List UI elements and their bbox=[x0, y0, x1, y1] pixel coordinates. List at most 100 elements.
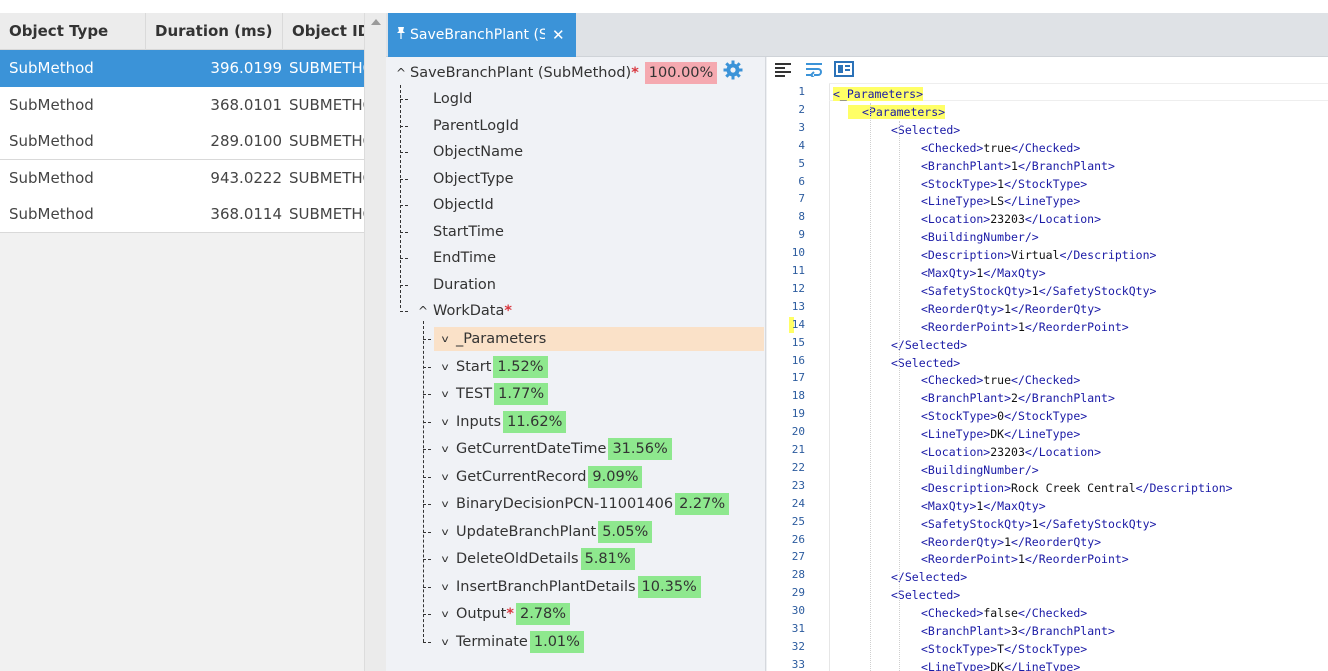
tree-node-label: TEST bbox=[456, 386, 493, 402]
tree-connector bbox=[400, 125, 408, 127]
chevron-down-icon[interactable]: v bbox=[441, 333, 449, 345]
line-number: 8 bbox=[798, 210, 805, 224]
tree-node-field[interactable]: StartTime bbox=[433, 223, 504, 240]
xml-open-tag: <StockType> bbox=[921, 641, 998, 656]
chevron-down-icon[interactable]: v bbox=[441, 415, 449, 428]
xml-close-tag: </Description> bbox=[1135, 480, 1233, 495]
tree-node-label: InsertBranchPlantDetails bbox=[456, 578, 636, 595]
tree-node-field[interactable]: EndTime bbox=[433, 250, 497, 266]
chevron-down-icon[interactable]: v bbox=[441, 635, 449, 648]
tree-connector bbox=[400, 311, 408, 312]
collapse-up-icon[interactable] bbox=[371, 19, 381, 25]
xml-value: 1 bbox=[1017, 319, 1025, 334]
xml-tag: <BuildingNumber/> bbox=[921, 462, 1039, 477]
percent-badge: 2.27% bbox=[675, 493, 730, 515]
chevron-down-icon[interactable]: v bbox=[441, 470, 449, 483]
code-line: <ReorderQty>1</ReorderQty> bbox=[921, 533, 1101, 551]
code-line: <MaxQty>1</MaxQty> bbox=[921, 264, 1046, 282]
code-line: <StockType>1</StockType> bbox=[921, 175, 1087, 193]
word-wrap-icon[interactable] bbox=[805, 61, 825, 79]
chevron-down-icon[interactable]: v bbox=[441, 443, 449, 455]
tab-savebranchplant[interactable]: SaveBranchPlant (SubMethod) ✕ bbox=[388, 13, 576, 57]
xml-open-tag: <Location> bbox=[921, 445, 991, 459]
xml-open-tag: <LineType> bbox=[921, 194, 991, 209]
code-line: <SafetyStockQty>1</SafetyStockQty> bbox=[921, 282, 1156, 300]
chevron-down-icon[interactable]: v bbox=[441, 525, 449, 538]
column-header-object-type[interactable]: Object Type bbox=[0, 13, 146, 50]
tree-node-label: Terminate bbox=[456, 633, 528, 650]
xml-value: 1 bbox=[1004, 534, 1012, 549]
code-line: <ReorderPoint>1</ReorderPoint> bbox=[921, 550, 1129, 568]
format-icon[interactable] bbox=[774, 61, 794, 79]
chevron-down-icon[interactable]: v bbox=[441, 360, 449, 373]
xml-open-tag: <MaxQty> bbox=[921, 266, 977, 280]
chevron-down-icon[interactable]: v bbox=[441, 553, 449, 565]
chevron-down-icon[interactable]: v bbox=[441, 608, 449, 620]
chevron-down-icon[interactable]: v bbox=[441, 388, 449, 400]
line-number: 9 bbox=[798, 228, 805, 242]
chevron-down-icon[interactable]: v bbox=[441, 580, 449, 593]
tree-node-field[interactable]: ObjectId bbox=[433, 197, 494, 213]
xml-close-tag: </LineType> bbox=[1004, 194, 1081, 209]
pin-icon[interactable] bbox=[395, 13, 407, 57]
chevron-down-icon[interactable]: v bbox=[441, 498, 449, 510]
xml-open-tag: <Description> bbox=[921, 248, 1012, 263]
percent-badge: 100.00% bbox=[644, 62, 718, 84]
code-line: <BuildingNumber/> bbox=[921, 461, 1039, 479]
column-header-duration[interactable]: Duration (ms) bbox=[146, 13, 283, 50]
xml-close-tag: </StockType> bbox=[1004, 641, 1088, 656]
tree-connector bbox=[400, 231, 408, 233]
line-number: 14 bbox=[791, 317, 805, 331]
panel-splitter[interactable] bbox=[364, 13, 386, 671]
tree-node-field[interactable]: ParentLogId bbox=[433, 117, 519, 134]
code-line: <LineType>DK</LineType> bbox=[921, 425, 1080, 443]
tree-node-label: GetCurrentDateTime bbox=[456, 441, 607, 457]
tree-node-field[interactable]: LogId bbox=[433, 91, 473, 107]
chevron-up-icon[interactable]: ^ bbox=[417, 304, 429, 318]
line-number: 13 bbox=[791, 299, 805, 313]
close-icon[interactable]: ✕ bbox=[552, 26, 565, 44]
tree-node-workdata[interactable]: ^WorkData* bbox=[416, 299, 512, 323]
chevron-up-icon[interactable]: ^ bbox=[395, 66, 407, 80]
percent-badge: 1.52% bbox=[493, 355, 548, 378]
tree-node-field[interactable]: ObjectName bbox=[433, 144, 524, 160]
tree-node-label: _Parameters bbox=[456, 331, 547, 347]
cell-duration: 368.0101 bbox=[210, 95, 282, 114]
view-icon[interactable] bbox=[834, 61, 854, 79]
code-area[interactable]: <_Parameters><Parameters><Selected><Chec… bbox=[829, 83, 1328, 671]
code-line: <_Parameters> bbox=[833, 85, 924, 103]
xml-close-tag: </MaxQty> bbox=[983, 266, 1046, 280]
code-line: <Selected> bbox=[891, 586, 960, 604]
tree-node-field[interactable]: Duration bbox=[433, 276, 496, 293]
tree-connector bbox=[423, 586, 431, 588]
tree-node-root[interactable]: ^SaveBranchPlant (SubMethod)*100.00% bbox=[394, 60, 743, 84]
tree-node-workdata-item[interactable]: v _Parameters bbox=[438, 327, 546, 351]
gear-icon[interactable] bbox=[723, 60, 743, 80]
tree-connector bbox=[400, 284, 408, 286]
line-number: 21 bbox=[791, 443, 805, 456]
cell-object-id: SUBMETHOD bbox=[289, 95, 364, 114]
xml-tag: <Parameters> bbox=[848, 104, 946, 119]
tree-node-field[interactable]: ObjectType bbox=[433, 170, 514, 187]
column-header-object-id[interactable]: Object ID bbox=[292, 22, 364, 40]
tree-connector bbox=[400, 99, 408, 100]
code-line: <ReorderPoint>1</ReorderPoint> bbox=[921, 318, 1129, 336]
